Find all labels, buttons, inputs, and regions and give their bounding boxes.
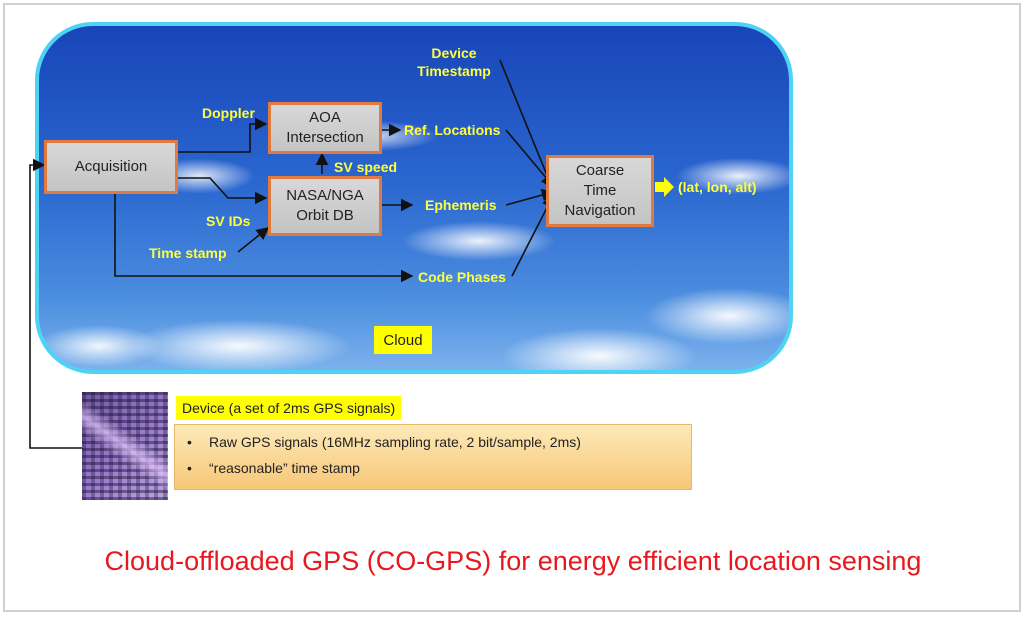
orbit-db-node: NASA/NGA Orbit DB (268, 176, 382, 236)
reflocations-to-coarsenav-arrow (505, 129, 555, 188)
device-title: Device (a set of 2ms GPS signals) (176, 396, 402, 420)
device-timestamp-label: Device Timestamp (417, 45, 491, 79)
cloud-panel (35, 22, 793, 374)
device-item-text: Raw GPS signals (16MHz sampling rate, 2 … (209, 434, 581, 450)
sv-speed-label: SV speed (334, 159, 398, 175)
output-label: (lat, lon, alt) (678, 179, 757, 195)
code-phases-label: Code Phases (418, 269, 506, 285)
device-details-box: • Raw GPS signals (16MHz sampling rate, 2… (174, 424, 692, 490)
device-item-text: “reasonable” time stamp (209, 460, 360, 476)
acq-to-orbitdb-arrow (178, 177, 268, 205)
bullet: • (187, 460, 192, 476)
sv-ids-label: SV IDs (206, 213, 251, 229)
cloud-tag: Cloud (374, 326, 432, 354)
device-to-acquisition-line (29, 158, 82, 449)
acq-to-codephases-arrow (114, 192, 414, 283)
aoa-intersection-node: AOA Intersection (268, 102, 382, 154)
doppler-label: Doppler (202, 105, 255, 121)
devicets-to-coarsenav-arrow (499, 59, 555, 192)
ephemeris-label: Ephemeris (425, 197, 497, 213)
time-stamp-label: Time stamp (149, 245, 227, 261)
acq-to-aoa-arrow (178, 117, 268, 153)
device-item: • “reasonable” time stamp (187, 457, 691, 483)
output-arrow (655, 177, 674, 197)
ephemeris-to-coarsenav-arrow (505, 188, 555, 206)
bullet: • (187, 434, 192, 450)
device-item: • Raw GPS signals (16MHz sampling rate, 2… (187, 431, 691, 457)
acquisition-node: Acquisition (44, 140, 178, 194)
coarse-time-navigation-node: Coarse Time Navigation (546, 155, 654, 227)
ref-locations-label: Ref. Locations (404, 122, 501, 138)
timestamp-to-orbitdb-arrow (237, 227, 270, 253)
slide-caption: Cloud-offloaded GPS (CO-GPS) for energy … (104, 546, 922, 576)
circuit-board-image (82, 392, 168, 500)
